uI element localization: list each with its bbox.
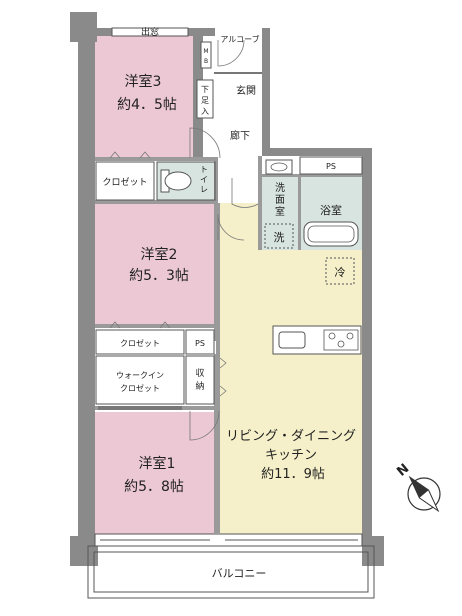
walk-in-closet-label-2: クロゼット bbox=[120, 383, 160, 393]
ps-upper-label: PS bbox=[326, 162, 336, 171]
shoe-box bbox=[196, 79, 214, 119]
shoe-box-label-3: 入 bbox=[201, 107, 209, 116]
mb-box bbox=[200, 41, 212, 69]
closet-rail-lines bbox=[98, 406, 182, 410]
closet-upper-label: クロゼット bbox=[102, 176, 147, 188]
closet-upper bbox=[95, 161, 155, 201]
washroom-label-1: 洗 bbox=[275, 182, 285, 194]
alcove-label: アルコーブ bbox=[220, 34, 259, 44]
shoe-box-label-1: 下 bbox=[201, 85, 209, 94]
washer-space bbox=[264, 223, 294, 249]
ps-middle bbox=[185, 329, 215, 355]
entrance-label: 玄関 bbox=[236, 84, 256, 97]
washbasin-icon bbox=[265, 159, 293, 175]
ldk-size: 約11．9帖 bbox=[261, 467, 325, 482]
stove-icon bbox=[323, 329, 359, 351]
north-compass-icon bbox=[407, 475, 441, 513]
entrance-door-swing bbox=[217, 39, 245, 67]
hall-label: 廊下 bbox=[230, 129, 250, 142]
western-room-3-name: 洋室3 bbox=[125, 73, 162, 90]
bathroom-label: 浴室 bbox=[320, 203, 342, 217]
balcony-label: バルコニー bbox=[212, 567, 267, 580]
toilet-label-2: イ bbox=[200, 175, 208, 184]
ldk-name-line1: リビング・ダイニング bbox=[226, 429, 356, 444]
ldk-name-line2: キッチン bbox=[265, 448, 317, 463]
western-room-2-area bbox=[95, 203, 215, 325]
bathtub-icon bbox=[303, 221, 359, 247]
interior-walls bbox=[95, 156, 362, 534]
balcony bbox=[87, 545, 375, 599]
fridge-space bbox=[325, 257, 355, 285]
closet-middle bbox=[95, 329, 185, 355]
western-room-2-size: 約5．3帖 bbox=[129, 268, 189, 284]
western-room-1-area bbox=[95, 412, 215, 534]
entrance-step bbox=[214, 72, 262, 74]
storage-label-2: 納 bbox=[195, 380, 204, 392]
western-room-2-name: 洋室2 bbox=[141, 246, 178, 263]
bay-window bbox=[111, 27, 189, 37]
ps-upper bbox=[299, 156, 363, 175]
washroom-area bbox=[262, 176, 298, 250]
door-swings bbox=[189, 127, 259, 441]
washroom-label-3: 室 bbox=[275, 205, 285, 218]
toilet-label-3: レ bbox=[200, 185, 208, 194]
western-room-3-size: 約4．5帖 bbox=[117, 97, 177, 113]
toilet-label-1: ト bbox=[200, 165, 208, 174]
storage-label-1: 収 bbox=[195, 367, 204, 379]
kitchen-counter bbox=[272, 325, 362, 355]
ldk-area bbox=[220, 203, 362, 534]
ps-middle-label: PS bbox=[195, 339, 205, 348]
western-room-3-area bbox=[95, 36, 193, 158]
folding-door-marks bbox=[109, 151, 227, 397]
bay-window-label: 出窓 bbox=[141, 26, 159, 38]
fridge-label: 冷 bbox=[335, 266, 346, 279]
sink-icon bbox=[278, 331, 306, 349]
mb-label-1: M bbox=[203, 48, 208, 55]
shoe-box-label-2: 足 bbox=[201, 96, 209, 105]
walk-in-closet bbox=[95, 355, 185, 405]
closet-middle-label: クロゼット bbox=[120, 338, 160, 348]
storage bbox=[185, 355, 215, 405]
western-room-1-name: 洋室1 bbox=[139, 455, 176, 472]
washroom-label-2: 面 bbox=[275, 195, 285, 206]
mb-label-2: B bbox=[204, 58, 208, 65]
outer-walls bbox=[70, 12, 384, 566]
walk-in-closet-label-1: ウォークイン bbox=[116, 371, 164, 380]
toilet-icon bbox=[160, 169, 192, 193]
western-room-1-size: 約5．8帖 bbox=[124, 479, 184, 495]
washer-label: 洗 bbox=[274, 231, 285, 244]
